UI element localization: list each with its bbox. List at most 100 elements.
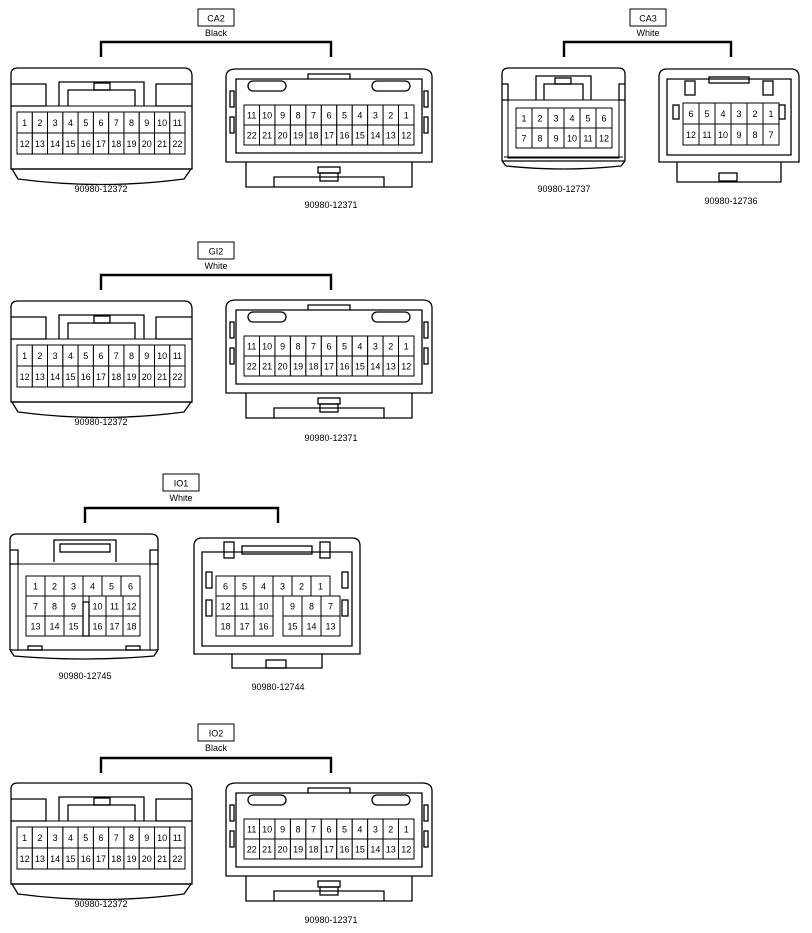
pin-number: 22 [172, 139, 182, 149]
housing-outline [53, 539, 117, 562]
side-key [205, 599, 213, 617]
part-number: 90980-12745 [58, 671, 111, 681]
pin-number: 2 [37, 118, 42, 128]
pin-number: 8 [129, 118, 134, 128]
part-number: 90980-12371 [304, 915, 357, 925]
connector-color: White [169, 493, 192, 503]
pin-number: 11 [173, 118, 182, 128]
connector-color: White [204, 261, 227, 271]
housing-outline [11, 168, 192, 186]
pin-number: 12 [20, 854, 30, 864]
pin-number: 2 [388, 824, 393, 834]
side-key [205, 571, 213, 589]
housing-outline [11, 798, 47, 822]
pin-number: 20 [142, 139, 152, 149]
pin-number: 10 [157, 118, 167, 128]
pin-number: 6 [98, 833, 103, 843]
pin-number: 14 [370, 130, 380, 140]
pin-cell [320, 615, 341, 637]
pin-number: 9 [144, 351, 149, 361]
pin-number: 4 [357, 110, 362, 120]
housing-outline [666, 78, 792, 156]
pin-number: 14 [370, 844, 380, 854]
housing-outline [155, 316, 192, 340]
pin-number: 4 [68, 118, 73, 128]
pin-number: 7 [311, 824, 316, 834]
pin-number: 13 [35, 372, 45, 382]
oval-key [247, 794, 287, 806]
part-number: 90980-12371 [304, 200, 357, 210]
pin-number: 15 [287, 621, 297, 631]
pin-cell [398, 355, 415, 377]
pin-number: 17 [324, 361, 334, 371]
pin-number: 4 [357, 341, 362, 351]
side-key [229, 347, 235, 365]
side-key [423, 804, 429, 822]
pin-number: 17 [324, 844, 334, 854]
pin-number: 9 [290, 601, 295, 611]
pin-number: 19 [127, 139, 137, 149]
top-key [223, 541, 235, 559]
pin-number: 9 [280, 110, 285, 120]
pin-number: 16 [339, 844, 349, 854]
pin-number: 9 [736, 130, 741, 140]
pin-number: 5 [83, 118, 88, 128]
pin-number: 3 [736, 109, 741, 119]
pin-number: 22 [247, 130, 257, 140]
pin-number: 6 [326, 110, 331, 120]
housing-outline [11, 316, 47, 340]
side-key [229, 804, 235, 822]
pin-number: 5 [83, 351, 88, 361]
housing-outline [58, 796, 145, 821]
part-number: 90980-12736 [704, 196, 757, 206]
pin-number: 8 [537, 133, 542, 143]
pin-number: 6 [688, 109, 693, 119]
pin-number: 10 [92, 601, 102, 611]
housing-outline [273, 176, 385, 187]
pairing-bracket [562, 40, 733, 57]
connector-color: White [636, 28, 659, 38]
latch-tab [265, 659, 287, 669]
pin-number: 1 [404, 110, 409, 120]
pin-cell [762, 123, 780, 146]
latch-tab [554, 77, 572, 85]
pin-number: 22 [247, 361, 257, 371]
housing-outline [9, 533, 159, 650]
pin-number: 13 [35, 139, 45, 149]
pin-number: 15 [65, 372, 75, 382]
side-key [778, 104, 786, 120]
pin-number: 5 [342, 110, 347, 120]
side-key [341, 571, 349, 589]
pin-number: 7 [114, 118, 119, 128]
pin-number: 3 [553, 113, 558, 123]
pin-number: 1 [22, 118, 27, 128]
housing-outline [501, 67, 626, 161]
pin-number: 13 [30, 621, 40, 631]
pin-number: 22 [172, 854, 182, 864]
pin-number: 16 [92, 621, 102, 631]
pin-number: 16 [81, 854, 91, 864]
pin-number: 19 [127, 854, 137, 864]
pin-number: 18 [111, 854, 121, 864]
connector-code-box [629, 8, 667, 27]
housing-outline [543, 83, 584, 100]
connector-code-box [162, 473, 200, 492]
pin-number: 11 [173, 351, 182, 361]
pin-number: 21 [157, 854, 167, 864]
pin-number: 18 [126, 621, 136, 631]
oval-key [371, 80, 411, 92]
housing-outline [67, 322, 136, 339]
housing-outline [10, 549, 19, 565]
housing-outline [193, 537, 361, 655]
housing-outline [676, 162, 782, 183]
pin-number: 6 [601, 113, 606, 123]
connector-code-box [197, 8, 235, 27]
